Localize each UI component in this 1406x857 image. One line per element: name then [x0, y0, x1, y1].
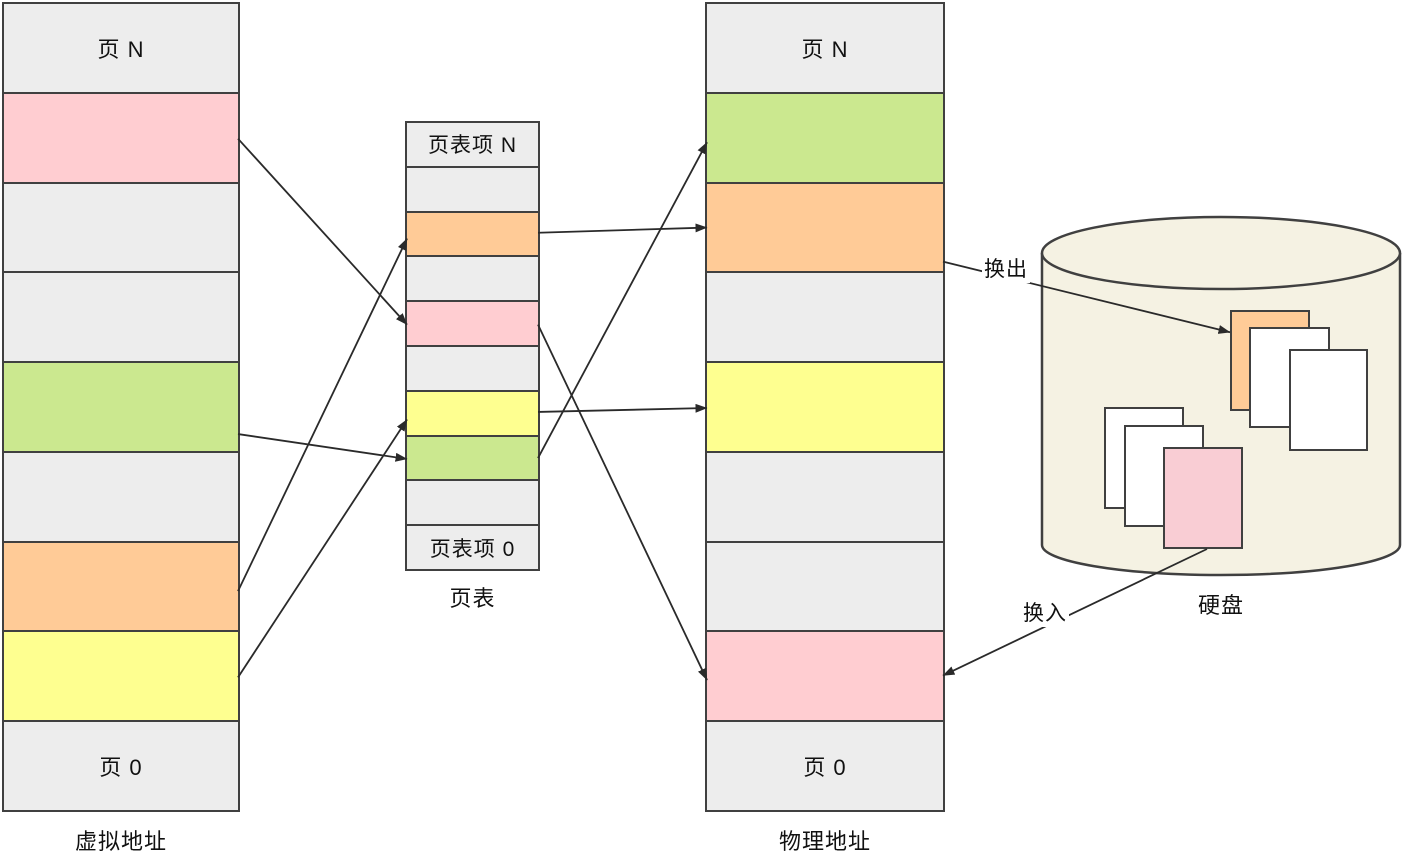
virtual-seg-2-gray	[4, 183, 238, 274]
arrow-virtual-yellow-to-pt-yellow	[237, 419, 408, 678]
physical-memory-column: 页 N 页 0	[705, 2, 945, 812]
pt-row-5-gray	[407, 346, 538, 392]
virtual-seg-5-gray	[4, 452, 238, 543]
physical-seg-5-gray	[707, 452, 943, 543]
arrow-virtual-pink-to-pt-pink	[237, 138, 408, 326]
page-table-label: 页表	[449, 586, 496, 611]
arrow-pt-yellow-to-physical-yellow	[537, 403, 708, 413]
arrow-pt-green-to-physical-green	[537, 141, 708, 459]
physical-seg-6-gray	[707, 542, 943, 633]
physical-seg-4-yellow	[707, 363, 943, 453]
pt-row-2-orange	[407, 212, 538, 258]
virtual-seg-6-orange	[4, 542, 238, 633]
pt-row-4-pink	[407, 302, 538, 347]
virtual-seg-4-green	[4, 363, 238, 453]
arrow-virtual-orange-to-pt-orange	[237, 238, 408, 592]
pt-row-3-gray	[407, 257, 538, 303]
physical-seg-7-pink	[707, 632, 943, 723]
physical-seg-1-green	[707, 93, 943, 184]
physical-seg-3-gray	[707, 273, 943, 364]
virtual-seg-0-label-row: 页 N	[4, 4, 238, 94]
arrow-virtual-green-to-pt-green	[237, 433, 408, 462]
virtual-seg-3-gray	[4, 273, 238, 364]
disk-cylinder-top	[1040, 215, 1402, 291]
pt-row-1-gray	[407, 167, 538, 213]
virtual-seg-1-pink	[4, 93, 238, 184]
page-table-column: 页表项 N 页表项 0	[405, 121, 540, 571]
physical-seg-2-orange	[707, 183, 943, 274]
disk-page-white-2	[1289, 349, 1368, 451]
physical-memory-label: 物理地址	[778, 829, 871, 854]
hard-disk-label: 硬盘	[1197, 593, 1244, 618]
pt-row-9-label-row: 页表项 0	[407, 526, 538, 569]
physical-seg-8-label-row: 页 0	[707, 722, 943, 811]
pt-row-8-gray	[407, 481, 538, 527]
swap-out-label: 换出	[982, 253, 1030, 283]
virtual-memory-label: 虚拟地址	[74, 829, 167, 854]
disk-page-pink	[1163, 447, 1243, 549]
arrow-pt-pink-to-physical-pink	[537, 324, 708, 681]
pt-row-6-yellow	[407, 391, 538, 437]
virtual-seg-8-label-row: 页 0	[4, 722, 238, 811]
virtual-memory-column: 页 N 页 0	[2, 2, 240, 812]
arrow-pt-orange-to-physical-orange	[537, 223, 708, 234]
physical-seg-0-label-row: 页 N	[707, 4, 943, 94]
swap-in-label: 换入	[1021, 597, 1069, 627]
pt-row-0-label-row: 页表项 N	[407, 123, 538, 168]
virtual-seg-7-yellow	[4, 632, 238, 723]
pt-row-7-green	[407, 436, 538, 482]
